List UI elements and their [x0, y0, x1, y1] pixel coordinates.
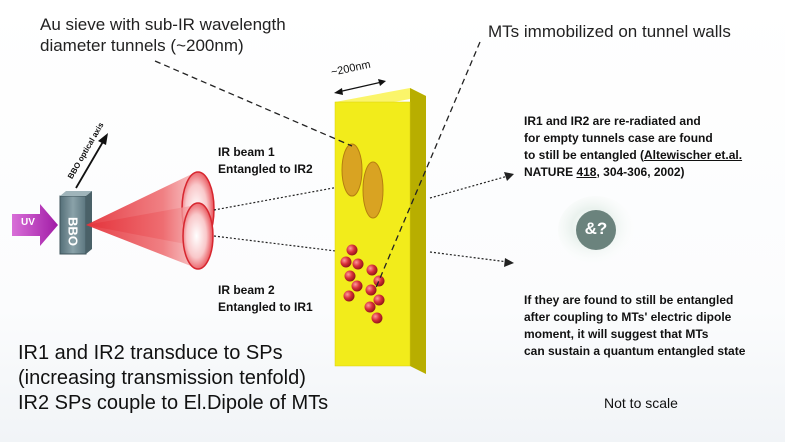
ir-beam-2-title: IR beam 2 [218, 283, 275, 297]
reradiated-note-line: NATURE 418, 304-306, 2002) [524, 164, 742, 181]
reradiated-note-text: NATURE [524, 165, 577, 179]
uv-label: UV [21, 217, 35, 228]
ir-beam-2-path [213, 235, 345, 253]
sieve-callout-line: diameter tunnels (~200nm) [40, 36, 244, 55]
output-beam-1 [429, 175, 509, 199]
reradiated-note-line: to still be entangled (Altewischer et.al… [524, 147, 742, 164]
mt-cluster-2 [364, 264, 385, 324]
summary-line: (increasing transmission tenfold) [18, 367, 306, 389]
reradiated-note-line: for empty tunnels case are found [524, 131, 713, 145]
hypothesis-line: can sustain a quantum entangled state [524, 344, 746, 358]
ir-beam-1-subtitle: Entangled to IR2 [218, 162, 313, 176]
summary-line: IR1 and IR2 transduce to SPs [18, 342, 283, 364]
summary-line: IR2 SPs couple to El.Dipole of MTs [18, 392, 329, 414]
reradiated-note-text: , 304-306, 2002) [596, 165, 685, 179]
reference-author: Altewischer et.al. [644, 148, 743, 162]
summary-block: IR1 and IR2 transduce to SPs (increasing… [18, 341, 328, 416]
reradiated-note-text: to still be entangled ( [524, 148, 645, 162]
mts-immobilized-label: MTs immobilized on tunnel walls [488, 22, 731, 41]
entanglement-hypothesis-note: If they are found to still be entangled … [524, 292, 745, 360]
sieve-callout-leader [154, 60, 353, 147]
empty-tunnel [362, 161, 384, 219]
uv-arrow [12, 204, 58, 246]
ir-beam-cone-2 [86, 202, 214, 270]
mts-callout-leader [374, 41, 481, 291]
ir-beam-2-subtitle: Entangled to IR1 [218, 300, 313, 314]
dimension-marker [334, 79, 386, 95]
entanglement-question-mark: &? [584, 219, 608, 238]
output-beam-2-arrowhead [504, 258, 514, 267]
not-to-scale-label: Not to scale [604, 395, 678, 411]
bbo-optical-axis-arrow [75, 133, 108, 189]
reradiated-note: IR1 and IR2 are re-radiated and for empt… [524, 113, 742, 181]
reradiated-note-line: IR1 and IR2 are re-radiated and [524, 114, 701, 128]
output-beam-1-arrowhead [504, 172, 514, 181]
bbo-label: BBO [65, 217, 81, 246]
au-sieve-slab [334, 88, 426, 374]
reference-volume: 418 [576, 165, 597, 179]
sieve-callout: Au sieve with sub-IR wavelength diameter… [40, 14, 286, 56]
hypothesis-line: moment, it will suggest that MTs [524, 327, 709, 341]
ir-beam-1-title: IR beam 1 [218, 145, 275, 159]
hypothesis-line: after coupling to MTs' electric dipole [524, 310, 732, 324]
entanglement-question-badge [576, 210, 616, 250]
ir-beam-1-path [213, 185, 345, 211]
mt-cluster-1 [340, 244, 364, 302]
sieve-callout-line: Au sieve with sub-IR wavelength [40, 15, 286, 34]
output-beam-2 [429, 251, 509, 263]
ir-beam-1-label: IR beam 1 Entangled to IR2 [218, 144, 313, 178]
hypothesis-line: If they are found to still be entangled [524, 293, 734, 307]
ir-beam-2-label: IR beam 2 Entangled to IR1 [218, 282, 313, 316]
empty-tunnel [341, 143, 363, 197]
